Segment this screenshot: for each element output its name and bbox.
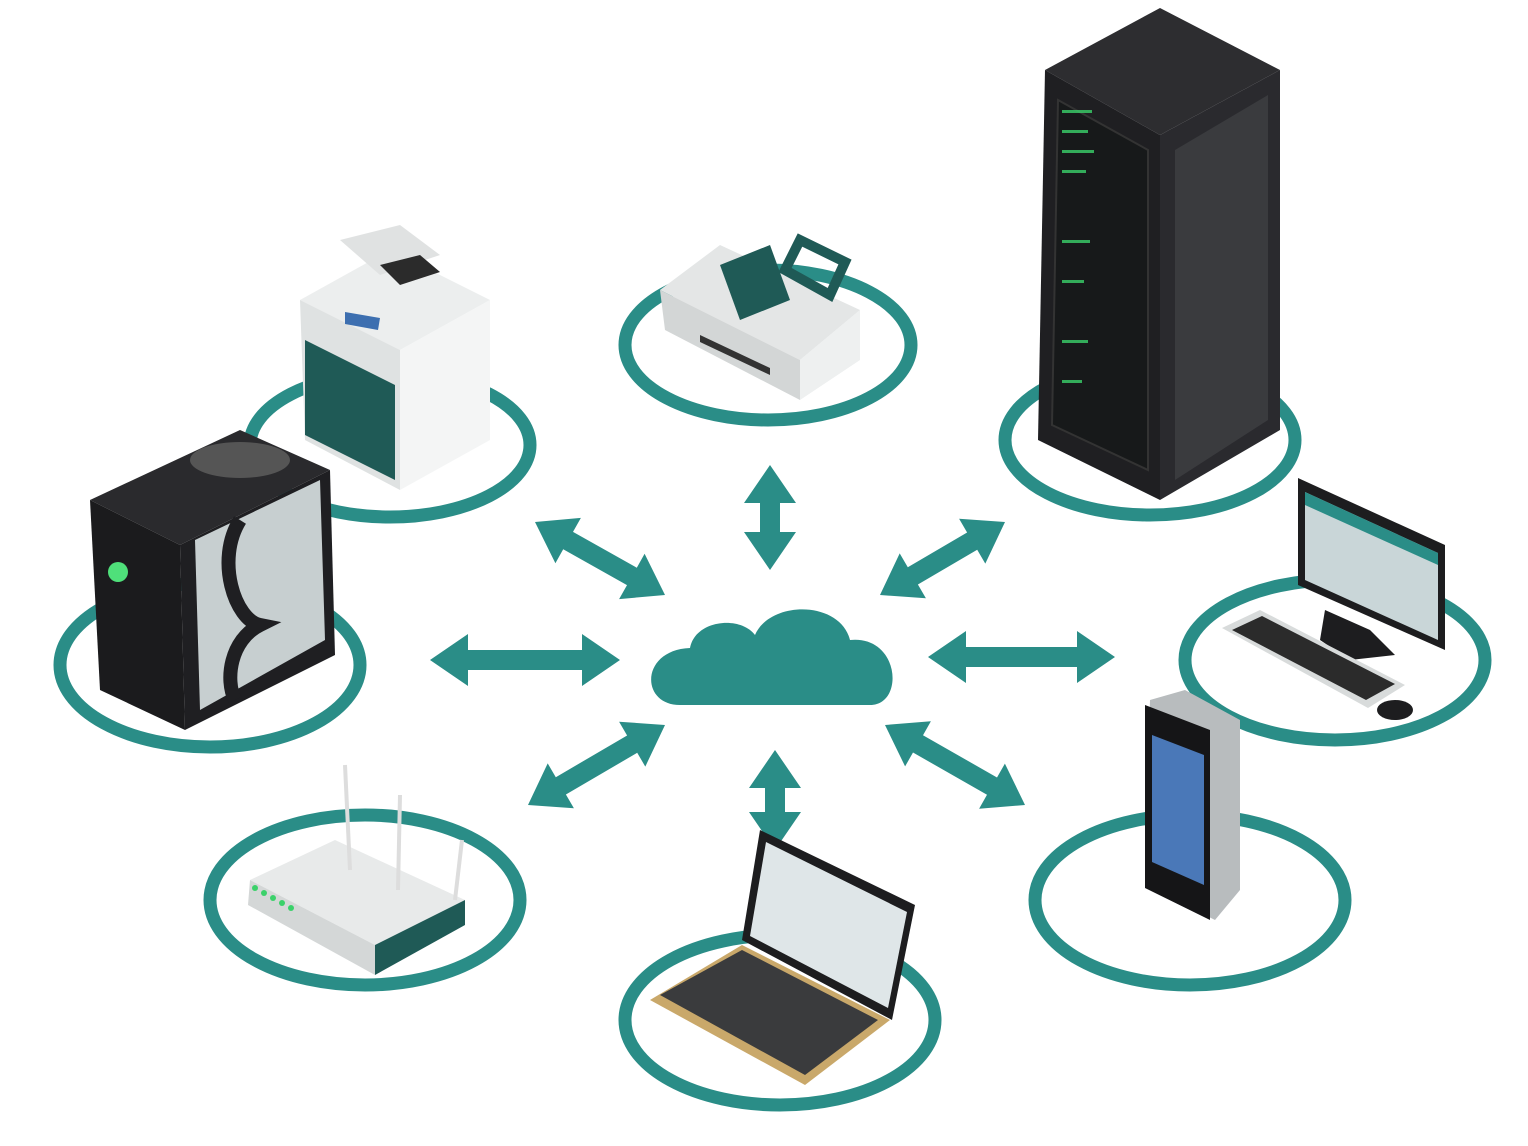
device-ring: [203, 808, 527, 992]
desktop-computer-icon: [1222, 478, 1445, 720]
connection-arrows: [430, 465, 1115, 850]
copier-icon: [300, 225, 490, 490]
double-arrow-icon: [928, 631, 1115, 683]
pc-tower-icon: [90, 430, 335, 730]
double-arrow-icon: [885, 721, 1025, 809]
smartphone-icon: [1145, 690, 1240, 920]
double-arrow-icon: [528, 721, 665, 809]
server-rack-icon: [1038, 8, 1280, 500]
laptop-icon: [650, 830, 915, 1085]
double-arrow-icon: [535, 517, 665, 600]
cloud-icon: [651, 609, 893, 705]
double-arrow-icon: [430, 634, 620, 686]
double-arrow-icon: [749, 750, 801, 850]
double-arrow-icon: [880, 518, 1005, 599]
double-arrow-icon: [744, 465, 796, 570]
router-icon: [248, 764, 465, 975]
printer-icon: [660, 233, 860, 400]
